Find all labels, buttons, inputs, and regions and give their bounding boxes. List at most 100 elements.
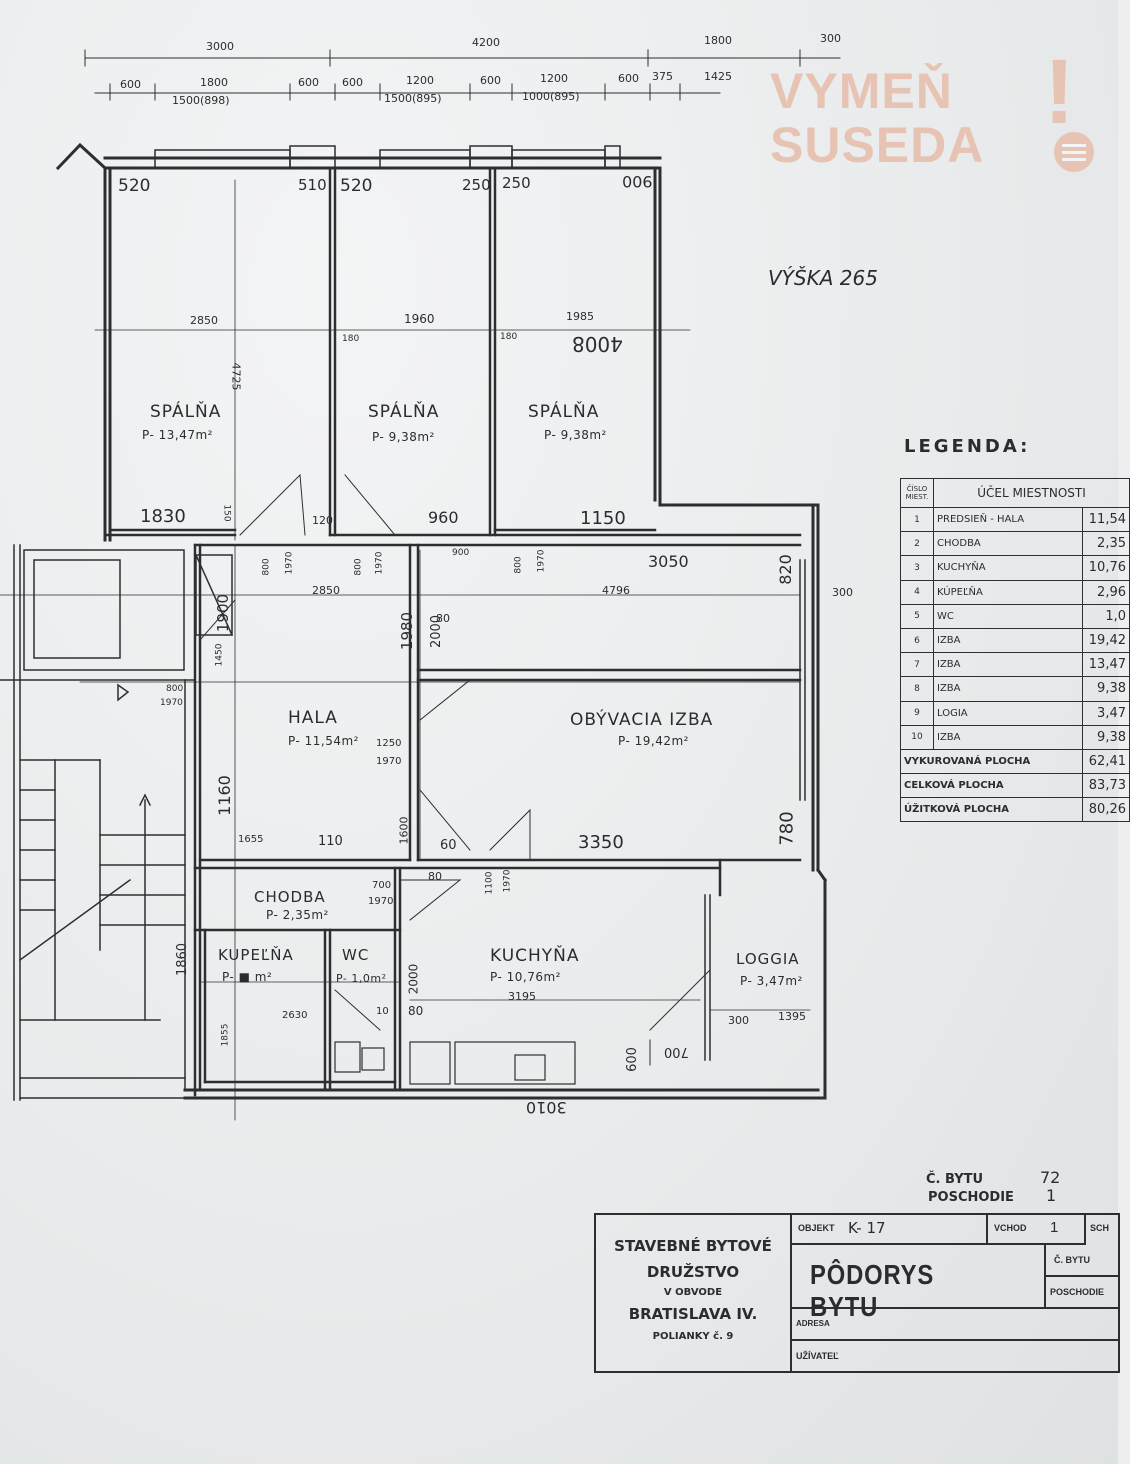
dimension-label: 1425 xyxy=(704,70,732,83)
uzivatel-label: UŽÍVATEĽ xyxy=(796,1351,839,1361)
legend-row-name: WC xyxy=(933,603,1083,629)
uzivatel-cell: UŽÍVATEĽ xyxy=(790,1341,1118,1371)
legend-total-name: ÚŽITKOVÁ PLOCHA xyxy=(900,797,1083,823)
legend-row-name: KUCHYŇA xyxy=(933,555,1083,581)
room-area-kitchen: P- 10,76m² xyxy=(490,970,561,984)
legend-row-value: 10,76 xyxy=(1082,555,1130,581)
dimension-label: 1970 xyxy=(376,756,402,767)
dimension-label: 1970 xyxy=(536,549,547,573)
dimension-label: 1500(898) xyxy=(172,94,230,107)
ceiling-height-note: VÝŠKA 265 xyxy=(768,266,878,290)
legend-row-name: IZBA xyxy=(933,724,1083,750)
dimension-label: 3195 xyxy=(508,990,536,1003)
vymen-suseda-logo: VYMEŇ SUSEDA ! xyxy=(768,46,1098,176)
dimension-label: 1600 xyxy=(397,816,411,845)
dimension-label: 1000(895) xyxy=(522,90,580,103)
dimension-label: 960 xyxy=(428,508,459,527)
dimension-label: 2850 xyxy=(190,314,218,327)
legend-row-number: 7 xyxy=(900,652,934,678)
room-area-wc: P- 1,0m² xyxy=(336,972,387,985)
dimension-label: 2630 xyxy=(282,1010,308,1021)
legend-row-name: PREDSIEŇ - HALA xyxy=(933,506,1083,533)
dimension-label: 120 xyxy=(312,514,333,527)
objekt-value: K- 17 xyxy=(848,1219,886,1237)
drawing-info-box: OBJEKT K- 17 VCHOD 1 SCH PÔDORYS BYTU Č.… xyxy=(790,1213,1120,1373)
window-marks xyxy=(154,145,806,1061)
dimension-label: 3050 xyxy=(648,552,689,571)
dimension-label: 3000 xyxy=(206,40,234,53)
legend-header-number: ČÍSLO MIEST. xyxy=(900,478,934,508)
legend-row-value: 9,38 xyxy=(1082,724,1130,750)
dimension-label: 4725 xyxy=(229,362,243,391)
dimension-label: 520 xyxy=(340,176,373,196)
room-area-corridor: P- 2,35m² xyxy=(266,908,329,922)
building-icon xyxy=(1054,132,1094,172)
poschodie-label: POSCHODIE xyxy=(1050,1287,1105,1297)
legend-row-name: IZBA xyxy=(933,627,1083,654)
legend-row-value: 19,42 xyxy=(1082,627,1130,654)
dimension-label: 300 xyxy=(832,586,853,599)
dimension-label: 180 xyxy=(342,334,360,344)
dimension-label: 4796 xyxy=(602,584,630,597)
dimension-label: 150 xyxy=(221,504,232,522)
floor-value: 1 xyxy=(1046,1186,1057,1205)
legend-row-name: LOGIA xyxy=(933,700,1083,726)
dimension-label: 800 xyxy=(513,556,524,574)
room-name-corridor: CHODBA xyxy=(254,888,326,906)
legend-title: LEGENDA: xyxy=(904,436,1031,457)
org-line-4: BRATISLAVA IV. xyxy=(628,1305,758,1323)
main-title-cell: PÔDORYS BYTU xyxy=(790,1245,1046,1322)
dimension-label: 1970 xyxy=(284,551,295,575)
dimension-label: 4008 xyxy=(572,332,623,356)
legend-row-number: 5 xyxy=(900,603,934,629)
dimension-label: 1150 xyxy=(580,508,626,529)
dimension-label: 3350 xyxy=(578,832,624,853)
main-title: PÔDORYS BYTU xyxy=(810,1259,935,1322)
logo-line-2: SUSEDA xyxy=(770,117,985,173)
adresa-label: ADRESA xyxy=(796,1319,830,1328)
dimension-label: 1900 xyxy=(214,593,233,633)
flat-number-value: 72 xyxy=(1040,1168,1061,1187)
legend-row-number: 1 xyxy=(900,506,934,533)
org-line-1: STAVEBNÉ BYTOVÉ xyxy=(614,1237,772,1255)
dimension-label: 1655 xyxy=(238,834,264,845)
dimension-label: 2850 xyxy=(312,584,340,597)
dimension-label: 80 xyxy=(436,612,450,625)
dimension-guides xyxy=(0,179,811,1121)
legend-total-name: CELKOVÁ PLOCHA xyxy=(900,773,1083,799)
room-area-bathroom: P- ■ m² xyxy=(222,970,273,984)
org-line-2: DRUŽSTVO xyxy=(646,1263,740,1281)
flat-number-label: Č. BYTU xyxy=(926,1172,984,1187)
dimension-label: 900 xyxy=(452,548,470,558)
legend-header-purpose: ÚČEL MIESTNOSTI xyxy=(933,478,1130,508)
dimension-label: 1970 xyxy=(502,869,513,893)
dimension-label: 1860 xyxy=(175,942,191,977)
room-name-bedroom-1: SPÁLŇA xyxy=(150,402,222,422)
legend-row-value: 9,38 xyxy=(1082,676,1130,702)
dimension-label: 1970 xyxy=(374,551,385,575)
dimension-label: 2000 xyxy=(406,963,421,995)
legend-row-name: CHODBA xyxy=(933,531,1083,557)
legend-header-row: ČÍSLO MIEST. ÚČEL MIESTNOSTI xyxy=(900,478,1130,508)
dimension-label: 820 xyxy=(775,554,795,585)
organization-box: STAVEBNÉ BYTOVÉ DRUŽSTVO V OBVODE BRATIS… xyxy=(594,1213,792,1373)
legend-row-value: 3,47 xyxy=(1082,700,1130,726)
legend-row-value: 11,54 xyxy=(1082,506,1130,533)
room-area-loggia: P- 3,47m² xyxy=(740,974,803,988)
dimension-label: 1100 xyxy=(484,871,495,895)
room-area-living-room: P- 19,42m² xyxy=(618,734,689,748)
dimension-label: 300 xyxy=(820,32,841,45)
dimension-label: 1855 xyxy=(220,1023,231,1047)
dimension-label: 1830 xyxy=(140,506,186,527)
legend-row-name: IZBA xyxy=(933,652,1083,678)
dimension-label: 1985 xyxy=(566,310,594,323)
dimension-label: 600 xyxy=(120,78,141,91)
dimension-label: 600 xyxy=(298,76,319,89)
